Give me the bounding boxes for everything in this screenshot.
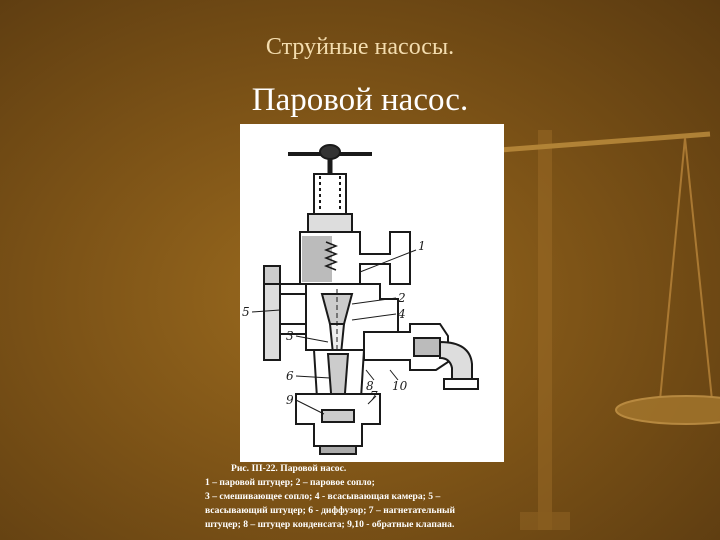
callout-label: 6 xyxy=(286,369,294,383)
caption-line: всасывающий штуцер; 6 - диффузор; 7 – на… xyxy=(205,505,456,516)
callout-label: 3 xyxy=(286,329,294,343)
callout-label: 8 xyxy=(366,379,374,393)
figure-caption: Рис. III-22. Паровой насос. 1 – паровой … xyxy=(205,462,535,532)
callout-label: 4 xyxy=(397,307,406,321)
caption-line: штуцер; 8 – штуцер конденсата; 9,10 - об… xyxy=(205,519,455,530)
callout-label: 5 xyxy=(242,305,250,319)
slide-subtitle: Паровой насос. xyxy=(251,82,469,118)
pump-diagram-panel: 1 2 4 5 3 6 8 10 9 7 xyxy=(240,124,504,462)
balance-scale-icon xyxy=(499,130,720,530)
caption-title: Рис. III-22. Паровой насос. xyxy=(231,463,347,474)
caption-line: 3 – смешивающее сопло; 4 - всасывающая к… xyxy=(205,491,441,502)
callout-label: 9 xyxy=(286,393,294,407)
caption-line: 1 – паровой штуцер; 2 – паровое сопло; xyxy=(205,477,375,488)
slide-title: Струйные насосы. xyxy=(265,34,455,60)
callout-label: 1 xyxy=(418,239,426,253)
callout-label: 10 xyxy=(392,379,408,393)
callout-label: 7 xyxy=(370,389,378,403)
callout-label: 2 xyxy=(397,291,406,305)
steam-pump-drawing: 1 2 4 5 3 6 8 10 9 7 xyxy=(242,144,479,455)
